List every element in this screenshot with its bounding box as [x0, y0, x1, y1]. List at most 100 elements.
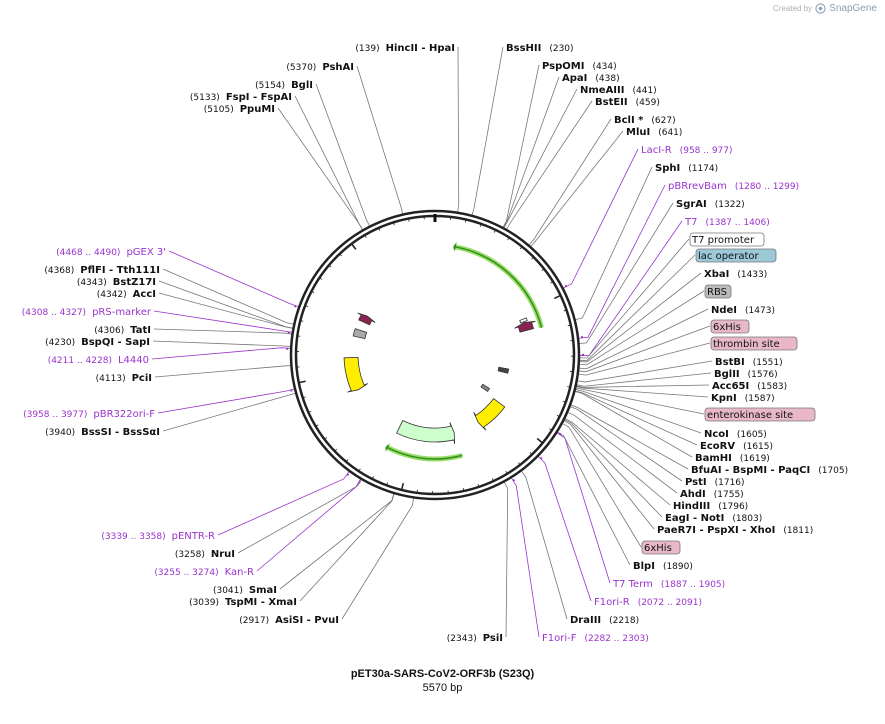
site-position: (1322) — [715, 200, 745, 210]
feature-arrow — [357, 312, 376, 326]
site-label: BstEII(459) — [595, 97, 660, 108]
site-label: BstBI(1551) — [715, 357, 783, 368]
primer-name: LacI-R — [641, 145, 672, 156]
enzyme-name: MluI — [626, 127, 650, 138]
site-position: (1473) — [745, 306, 775, 316]
ruler-minor-tick — [477, 483, 480, 488]
ruler-minor-tick — [505, 470, 508, 474]
plasmid-size: 5570 bp — [422, 682, 463, 694]
site-leader — [557, 431, 631, 566]
site-leader — [277, 107, 363, 230]
primer-mark — [512, 478, 516, 482]
site-label: (4306) TatI — [94, 325, 151, 336]
enzyme-name: PpuMI — [240, 104, 275, 115]
site-position: (438) — [595, 74, 619, 84]
enzyme-name: BamHI — [695, 453, 732, 464]
ruler-minor-tick — [491, 478, 494, 482]
site-position: (2343) — [447, 634, 477, 644]
enzyme-name: AhdI — [680, 489, 706, 500]
feature-box — [710, 336, 798, 351]
site-leader — [471, 46, 504, 215]
site-label: MluI(641) — [626, 127, 682, 138]
site-position: (1716) — [715, 478, 745, 488]
site-leader — [579, 202, 674, 344]
site-position: (1705) — [818, 466, 848, 476]
site-position: (4368) — [44, 266, 74, 276]
site-position: (5154) — [255, 81, 285, 91]
site-leader — [356, 65, 403, 214]
primer-mark — [346, 473, 350, 476]
ruler-minor-tick — [319, 277, 323, 280]
enzyme-name: Acc65I — [712, 381, 749, 392]
site-label: (4368) PflFI - Tth111I — [44, 265, 160, 276]
site-label: (3041)SmaI — [213, 585, 277, 596]
ruler-minor-tick — [562, 400, 566, 403]
site-position: (1796) — [718, 502, 748, 512]
enzyme-name: PspOMI — [542, 61, 584, 72]
ruler-minor-tick — [567, 324, 571, 327]
enzyme-name: SmaI — [249, 585, 277, 596]
ruler-major-tick — [351, 243, 357, 250]
enzyme-name: ApaI — [562, 73, 587, 84]
ruler-minor-tick — [531, 256, 534, 260]
site-label: (3940)BssSI - BssSαI — [45, 427, 160, 438]
site-label: 6xHis — [713, 322, 741, 333]
ruler-minor-tick — [465, 219, 467, 223]
enzyme-name: FspI - FspAI — [226, 92, 292, 103]
site-leader — [503, 88, 578, 228]
orf-arrowhead — [385, 443, 391, 453]
site-leader — [576, 384, 710, 388]
site-label: SphI(1174) — [655, 163, 718, 174]
enzyme-name: KpnI — [711, 393, 737, 404]
credit-line: Created by SnapGene — [773, 3, 877, 14]
site-label: pBRrevBam(1280 .. 1299) — [668, 181, 799, 192]
enzyme-name: BstEII — [595, 97, 628, 108]
ruler-major-tick — [298, 380, 306, 384]
site-label: (4113)PciI — [96, 373, 152, 384]
orf-band — [453, 244, 544, 329]
backbone-inner-circle — [294, 214, 576, 496]
primer-name: pBR322ori-F — [93, 409, 155, 420]
site-label: AhdI(1755) — [680, 489, 744, 500]
ruler-minor-tick — [345, 459, 349, 463]
ruler-minor-tick — [408, 218, 410, 222]
site-position: (441) — [632, 86, 656, 96]
site-position: (3255 .. 3274) — [154, 568, 218, 578]
site-leader — [565, 418, 671, 506]
enzyme-name: DraIII — [570, 615, 601, 626]
ruler-minor-tick — [567, 386, 571, 388]
enzyme-name: BssHII — [506, 43, 541, 54]
site-label: NcoI(1605) — [704, 429, 767, 440]
enzyme-name: PaeR7I - PspXI - XhoI — [657, 525, 775, 536]
site-position: (1887 .. 1905) — [661, 580, 725, 590]
orf-line — [453, 245, 543, 328]
ruler-minor-tick — [529, 452, 533, 455]
feature-arrow — [473, 398, 506, 431]
ruler-minor-tick — [304, 305, 309, 307]
site-leader — [154, 365, 291, 378]
site-position: (2917) — [239, 616, 269, 626]
site-leader — [162, 392, 296, 432]
site-label: BamHI(1619) — [695, 453, 770, 464]
feature-box-name: thrombin site — [713, 339, 780, 350]
enzyme-name: TatI — [130, 325, 151, 336]
site-label: lac operator — [698, 251, 759, 262]
feature-box — [710, 319, 750, 334]
site-leader — [528, 118, 612, 246]
enzyme-name: BglI — [291, 80, 313, 91]
site-leader — [158, 280, 293, 329]
primer-mark — [539, 456, 543, 460]
primer-leader — [578, 184, 666, 339]
site-label: (3339 .. 3358)pENTR-R — [101, 531, 215, 542]
site-position: (434) — [592, 62, 616, 72]
primer-name: pBRrevBam — [668, 181, 727, 192]
ruler-ticks — [296, 214, 574, 494]
primer-mark — [564, 284, 568, 288]
enzyme-name: PflFI - Tth111I — [80, 265, 160, 276]
orf-line — [385, 446, 463, 460]
site-position: (4306) — [94, 326, 124, 336]
ruler-minor-tick — [392, 222, 395, 226]
ruler-minor-tick — [507, 237, 510, 241]
site-leader — [315, 83, 370, 226]
